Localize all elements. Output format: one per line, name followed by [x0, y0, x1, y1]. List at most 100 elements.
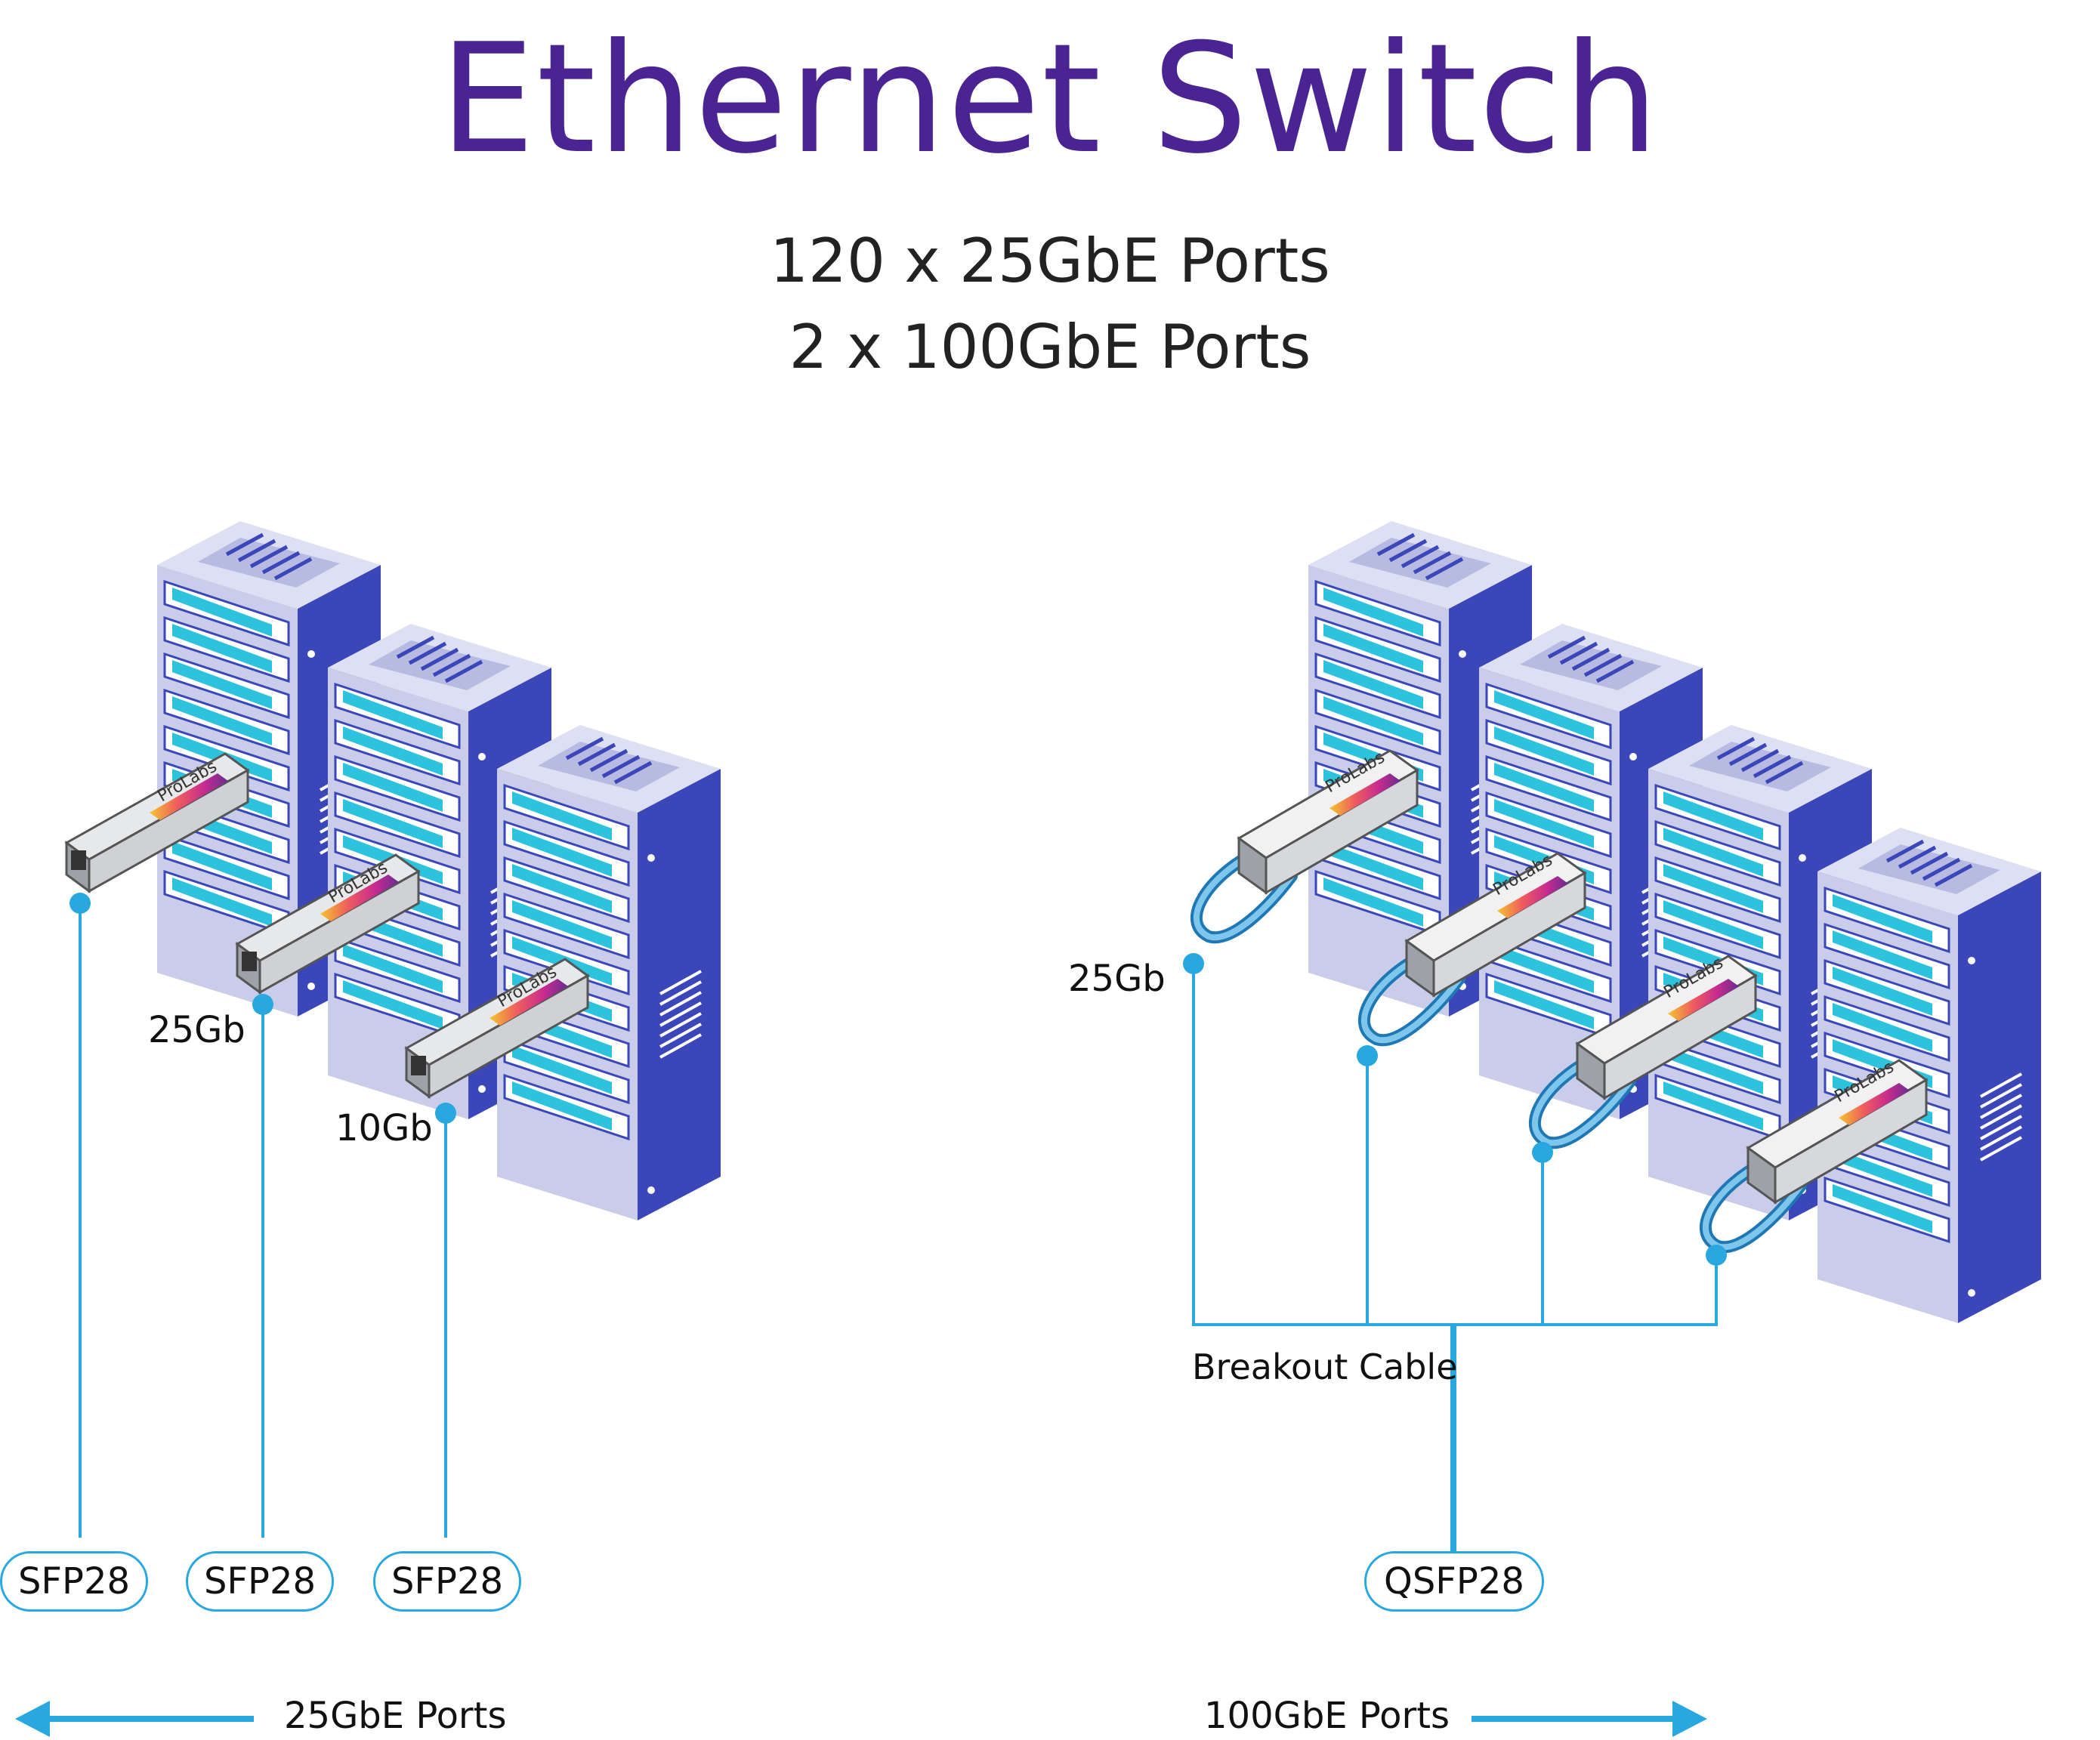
connector-sfp28-2: SFP28: [186, 1551, 334, 1612]
side-vent: [1980, 1115, 2022, 1140]
side-vent: [659, 1012, 702, 1038]
rack-slot-led: [1323, 660, 1423, 709]
rack-slot-led: [1663, 791, 1763, 841]
pull-tab-highlight: [1360, 953, 1462, 1044]
rack-slot-led: [343, 727, 443, 776]
rack-slot-led: [172, 624, 272, 673]
screw: [1629, 753, 1637, 760]
rack-slot-led: [1494, 690, 1594, 739]
spec-25gbe-ports: 120 x 25GbE Ports: [770, 226, 1330, 296]
vent-slit: [589, 748, 628, 773]
rack-slot-led: [172, 841, 272, 890]
side-vent: [1980, 1136, 2022, 1162]
screw: [647, 854, 655, 862]
connector-sfp28-3: SFP28: [373, 1551, 521, 1612]
transceiver-modules: ProLabsProLabsProLabsProLabsProLabsProLa…: [64, 748, 1929, 1254]
vent-slit: [601, 754, 641, 779]
rack-slot-led: [1833, 894, 1932, 943]
vent-slit: [1425, 557, 1464, 581]
module-label-strip: [1668, 979, 1739, 1021]
vent-slit: [273, 557, 313, 581]
side-vent: [659, 1033, 702, 1059]
vent-slit: [1753, 754, 1792, 779]
server-racks: [157, 521, 2041, 1323]
side-vent: [659, 991, 702, 1017]
vent-slit: [1885, 839, 1925, 863]
vent-slit: [1547, 635, 1586, 659]
side-vent: [659, 1023, 702, 1048]
rack-slot-led: [1323, 878, 1423, 927]
rack-slot-led: [343, 690, 443, 739]
vent-slit: [444, 659, 483, 683]
rack-slot-led: [512, 864, 612, 913]
vent-slit: [1922, 857, 1961, 881]
connector-sfp28-1: SFP28: [0, 1551, 148, 1612]
rack-slot-led: [1663, 1045, 1763, 1094]
module-port: [242, 952, 257, 971]
rack-slot-led: [1663, 900, 1763, 949]
arrow-right-head: [1672, 1701, 1707, 1737]
rack-slot-led: [343, 944, 443, 993]
screw: [478, 753, 486, 760]
side-vent: [659, 970, 702, 995]
rack-slot-led: [172, 588, 272, 637]
screw: [307, 650, 315, 658]
side-vent: [1980, 1125, 2022, 1151]
vent-slit: [577, 742, 616, 767]
pull-tab-highlight: [1193, 850, 1295, 941]
arrow-left-head: [15, 1701, 50, 1737]
rack-slot-led: [512, 1045, 612, 1094]
side-vent: [659, 980, 702, 1006]
module-port: [411, 1056, 426, 1075]
rack-slot-led: [1323, 624, 1423, 673]
vent-slit: [1934, 863, 1973, 887]
screw: [478, 1085, 486, 1093]
module-label-strip: [1497, 876, 1568, 918]
rack-slot-led: [1663, 828, 1763, 877]
rack-slot-led: [1833, 1184, 1932, 1233]
qsfp28-module: ProLabs: [1190, 748, 1419, 944]
rack-slot-led: [1833, 1003, 1932, 1052]
rack-slot-led: [1494, 727, 1594, 776]
vent-slit: [1571, 647, 1611, 671]
rack-slot-led: [512, 828, 612, 877]
diagram-title: Ethernet Switch: [439, 11, 1661, 187]
rack-slot-led: [172, 660, 272, 709]
rack-slot-led: [1663, 864, 1763, 913]
vent-slit: [249, 545, 289, 569]
rack-slot-led: [512, 1081, 612, 1131]
screw: [307, 983, 315, 990]
screw: [1459, 650, 1466, 658]
rack-slot-led: [1494, 763, 1594, 812]
vent-slit: [1728, 742, 1768, 767]
vent-slit: [432, 653, 471, 677]
vent-slit: [261, 551, 301, 575]
rack-slot-led: [1323, 841, 1423, 890]
server-rack: [497, 725, 721, 1220]
vent-slit: [613, 760, 653, 785]
rack-slot-led: [172, 878, 272, 927]
screw: [1968, 1289, 1975, 1297]
qsfp28-module: ProLabs: [1699, 1058, 1929, 1254]
rack-slot-led: [343, 799, 443, 848]
screw: [1968, 957, 1975, 964]
vent-slit: [1595, 659, 1635, 683]
speed-label-10gb: 10Gb: [335, 1107, 433, 1149]
vent-slit: [420, 647, 459, 671]
rack-slot-led: [343, 763, 443, 812]
footer-25gbe-ports: 25GbE Ports: [284, 1695, 507, 1737]
module-label-strip: [320, 875, 399, 921]
rack-slot-led: [1494, 980, 1594, 1029]
module-label-strip: [1329, 773, 1401, 816]
vent-slit: [1583, 653, 1623, 677]
connection-lines: [15, 893, 1727, 1737]
rack-slot-led: [512, 900, 612, 949]
rack-slot-led: [1323, 588, 1423, 637]
speed-label-25gb-right: 25Gb: [1068, 958, 1166, 1000]
vent-slit: [1413, 551, 1452, 575]
footer-100gbe-ports: 100GbE Ports: [1204, 1695, 1450, 1737]
module-label-strip: [150, 773, 228, 820]
vent-slit: [1765, 760, 1804, 785]
server-rack: [1817, 828, 2041, 1323]
